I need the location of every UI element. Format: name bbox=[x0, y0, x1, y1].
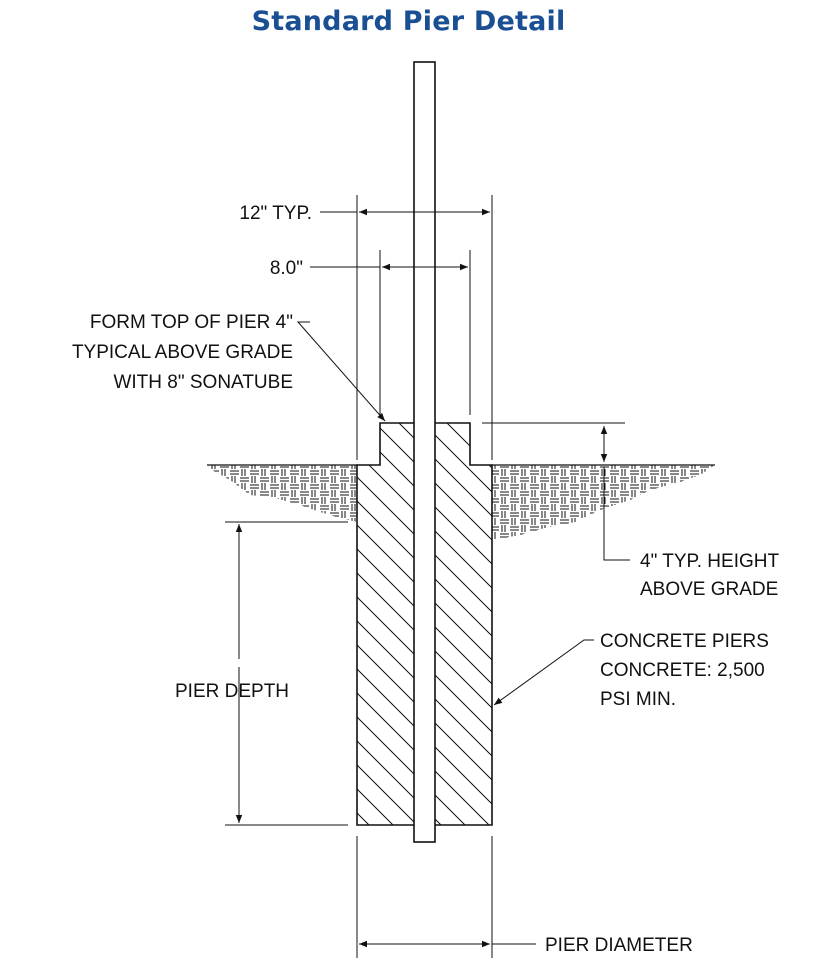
form-note-line-2: TYPICAL ABOVE GRADE bbox=[72, 342, 293, 363]
form-note-leader bbox=[296, 321, 386, 422]
concrete-note-line-2: CONCRETE: 2,500 bbox=[600, 660, 765, 681]
dim-pier-depth bbox=[225, 521, 348, 826]
concrete-note-line-3: PSI MIN. bbox=[600, 689, 676, 710]
dim-pier-diameter bbox=[356, 836, 536, 958]
form-note-line-1: FORM TOP OF PIER 4" bbox=[90, 312, 293, 333]
dim-8-0 bbox=[310, 250, 471, 415]
height-note-line-1: 4" TYP. HEIGHT bbox=[640, 551, 779, 572]
dim-8-0-label: 8.0" bbox=[270, 258, 303, 279]
height-note-line-2: ABOVE GRADE bbox=[640, 579, 778, 600]
concrete-note-line-1: CONCRETE PIERS bbox=[600, 631, 769, 652]
pier-diameter-label: PIER DIAMETER bbox=[545, 935, 693, 956]
dim-12-typ-label: 12" TYP. bbox=[239, 203, 312, 224]
dim-12-typ bbox=[320, 195, 493, 460]
dim-height-above-grade bbox=[482, 422, 630, 561]
form-note-line-3: WITH 8" SONATUBE bbox=[113, 372, 293, 393]
diagram-title: Standard Pier Detail bbox=[251, 6, 566, 37]
pier-post bbox=[413, 61, 436, 843]
pier-depth-label: PIER DEPTH bbox=[175, 681, 289, 702]
concrete-note-leader bbox=[493, 639, 594, 706]
soil-left bbox=[207, 464, 357, 522]
